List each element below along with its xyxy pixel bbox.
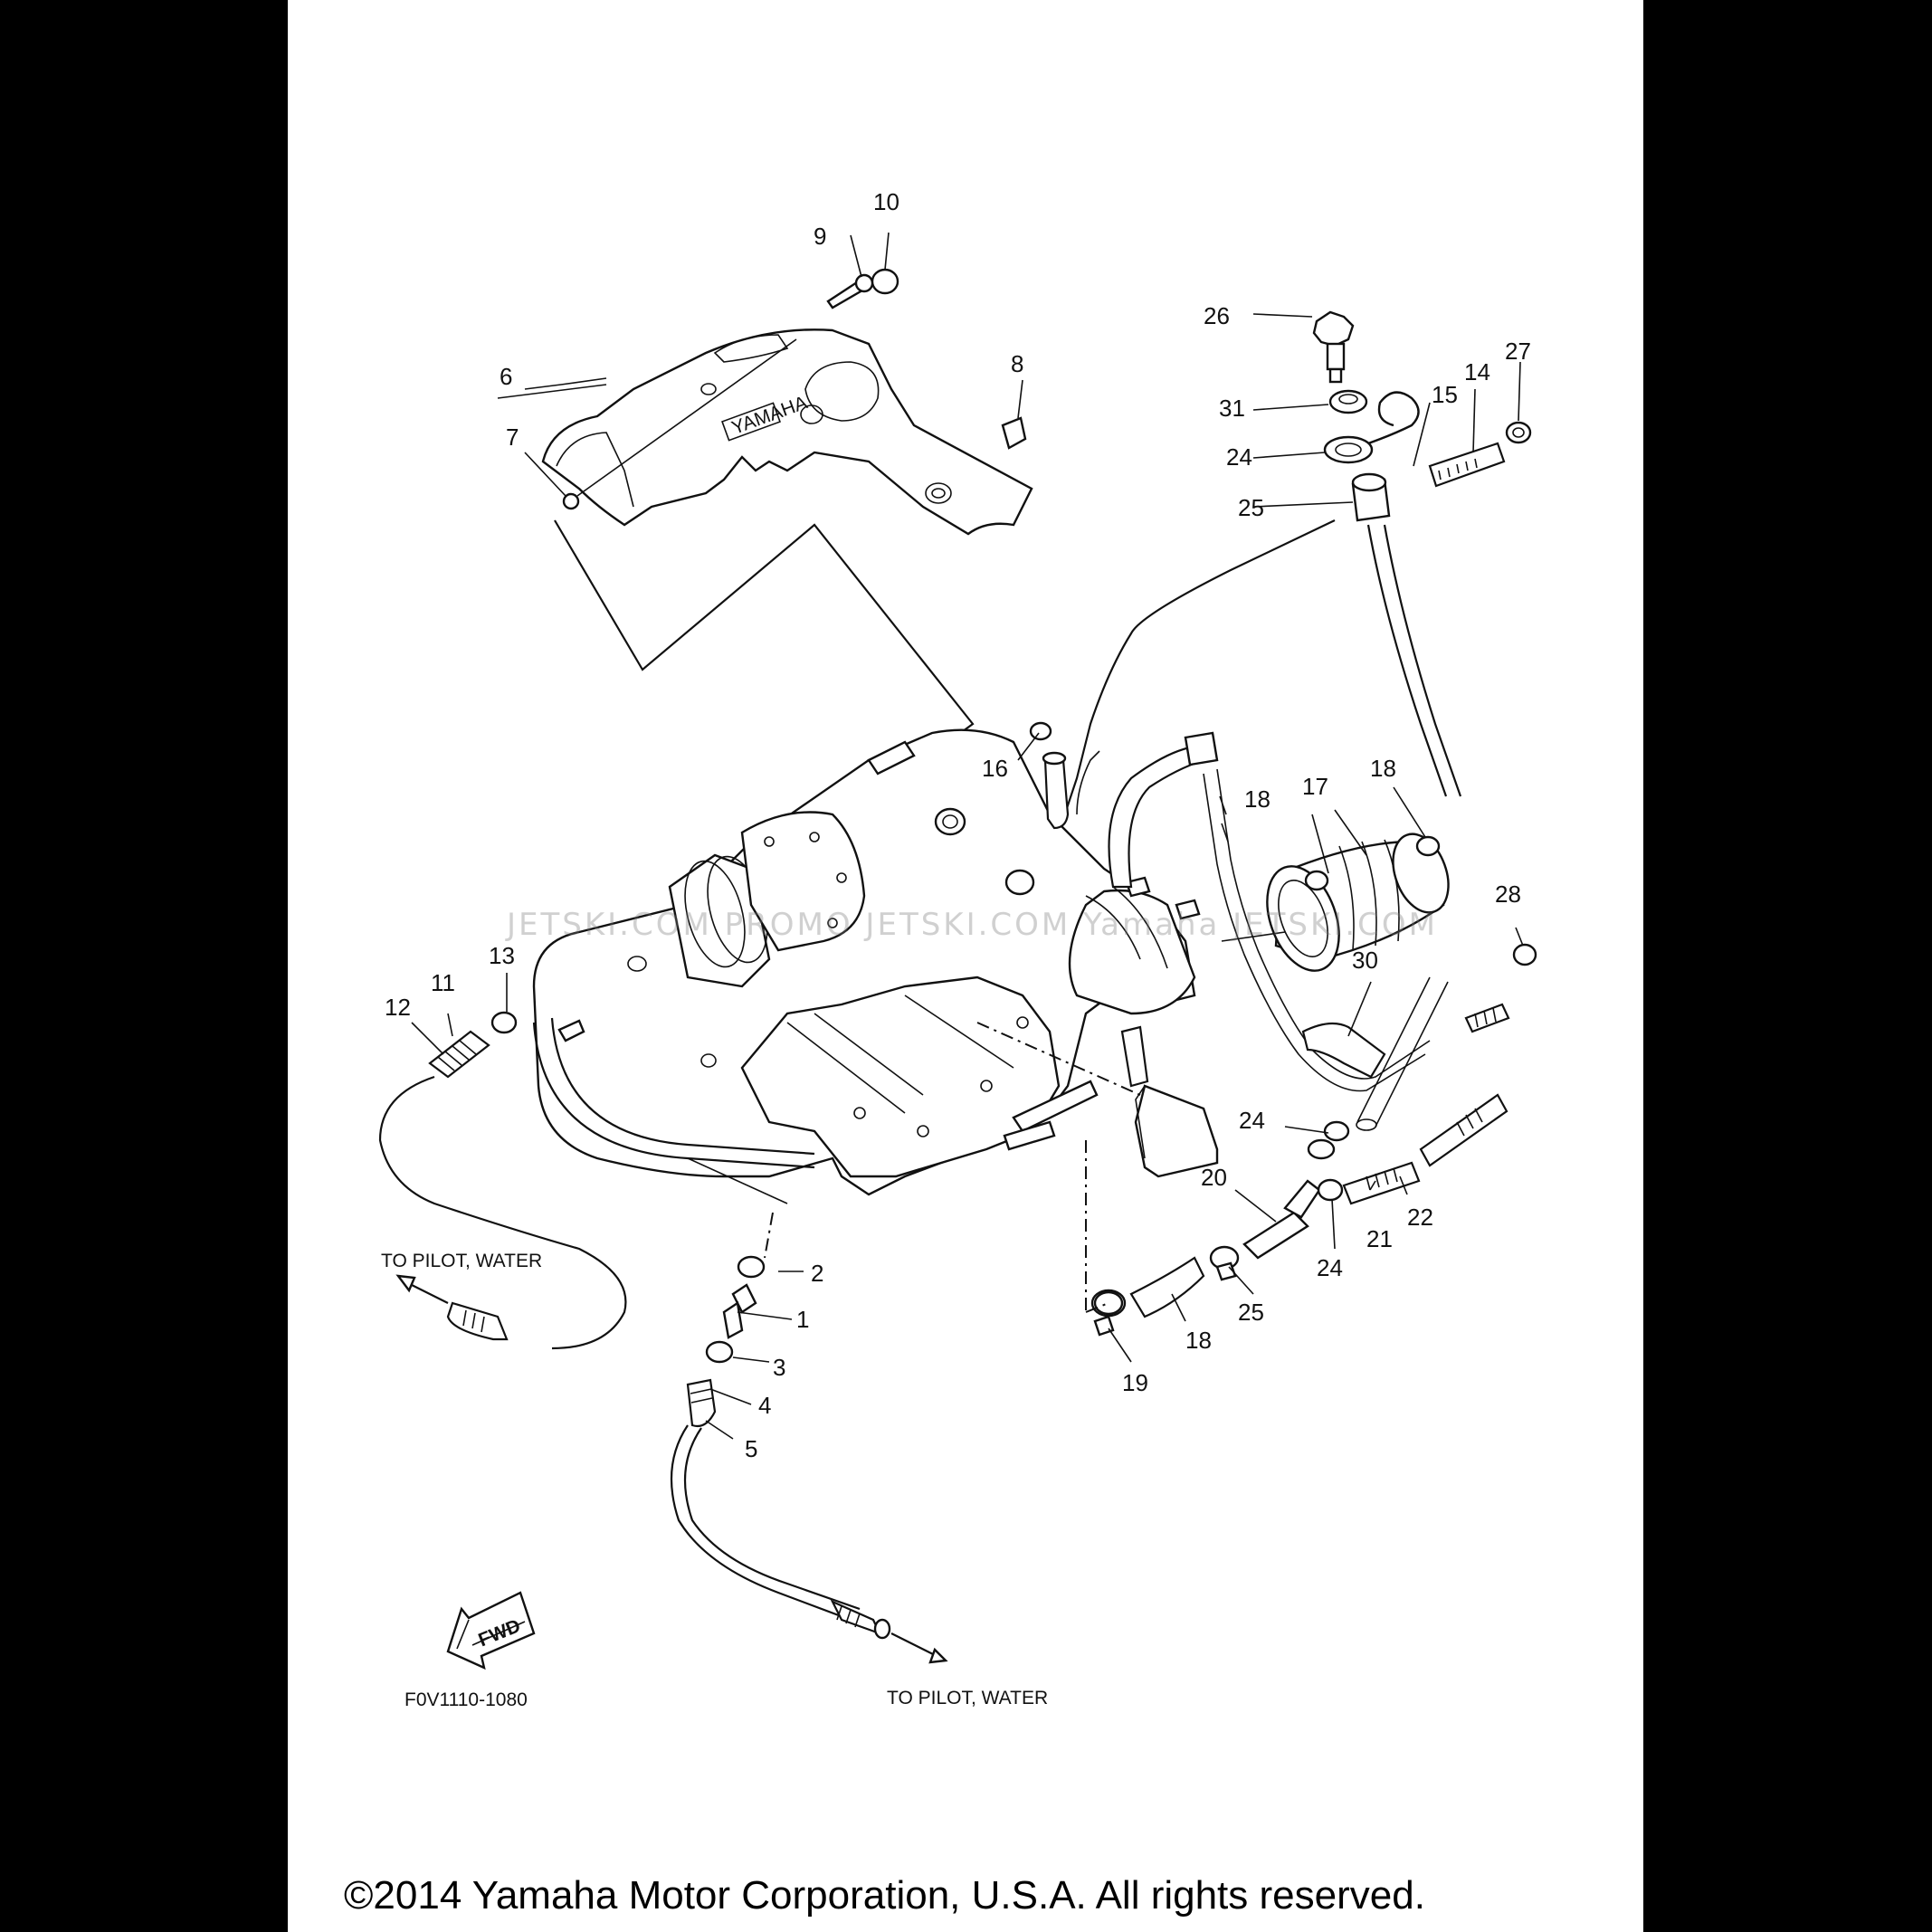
- callout-9: 9: [814, 223, 826, 250]
- fwd-arrow: FWD: [446, 1591, 536, 1670]
- callout-5: 5: [745, 1435, 757, 1462]
- exhaust-cover: YAMAHA: [541, 328, 1033, 536]
- callout-27: 25: [1238, 494, 1264, 521]
- y-joint-21: [1242, 1138, 1336, 1260]
- clamp-20: [1093, 1290, 1124, 1337]
- vent-line-right: [1108, 731, 1431, 1092]
- callout-30: 30: [1352, 947, 1378, 974]
- vent-hose: [1366, 524, 1448, 797]
- arrow-bottom-head: [928, 1647, 948, 1664]
- callout-2: 2: [811, 1260, 823, 1287]
- callout-4: 4: [758, 1392, 771, 1419]
- clamp-18-right: [1415, 835, 1441, 857]
- callout-7: 7: [506, 424, 519, 451]
- callout-12: 12: [385, 994, 411, 1021]
- hose-16: [1029, 721, 1100, 830]
- callout-29-top: 27: [1505, 338, 1531, 365]
- filler-cap-28: [1312, 310, 1355, 384]
- side-hose-right: [1464, 943, 1537, 1033]
- callout-18-left: 18: [1244, 785, 1271, 813]
- figure-code: F0V1110-1080: [404, 1689, 528, 1710]
- callout-29-right: 28: [1495, 880, 1521, 908]
- callout-26: 24: [1226, 443, 1252, 471]
- callout-13: 13: [489, 942, 515, 969]
- dash-link-1: [764, 1212, 774, 1259]
- dash-link-4: [976, 1022, 1141, 1096]
- callout-24-top: 24: [1239, 1107, 1265, 1134]
- vent-hose-edge: [1383, 524, 1462, 797]
- drain-hose-30: [1301, 976, 1449, 1131]
- link-line-6: [1221, 931, 1286, 942]
- callout-22: 21: [1366, 1225, 1393, 1252]
- callout-24-bottom: 24: [1317, 1254, 1343, 1281]
- neck-27: [1351, 472, 1391, 522]
- clamp-25: [1209, 1245, 1240, 1281]
- hose-22-23: [1342, 1093, 1508, 1205]
- callout-6: 6: [500, 363, 512, 390]
- callout-19: 18: [1185, 1327, 1212, 1354]
- link-line-5: [687, 1157, 788, 1204]
- bolt-9: [826, 273, 874, 309]
- note-to-pilot-water-bottom: TO PILOT, WATER: [887, 1688, 1048, 1708]
- callout-25: 25: [1238, 1299, 1264, 1326]
- arrow-bottom-shaft: [890, 1632, 937, 1657]
- left-water-line: [378, 1011, 627, 1350]
- hose-14-15: [1428, 442, 1506, 488]
- arrow-left-head: [395, 1274, 416, 1293]
- callout-28: 26: [1204, 302, 1230, 329]
- gasket-26: [1323, 391, 1420, 464]
- callout-1: 1: [796, 1306, 809, 1333]
- cover-link-outline: [554, 519, 975, 761]
- callout-31: 31: [1219, 395, 1245, 422]
- nut-31: [1328, 389, 1368, 414]
- watermark: JETSKI.COM PROMO JETSKI.COM Yamaha JETSK…: [507, 907, 1438, 943]
- callout-18-right: 18: [1370, 755, 1396, 782]
- bottom-water-line: [670, 1255, 891, 1640]
- outlet-pipe: [1068, 876, 1201, 1015]
- strainer-box: [1120, 1025, 1219, 1178]
- callout-8: 8: [1011, 350, 1023, 377]
- callout-16: 16: [982, 755, 1008, 782]
- filler-hose-line: [1061, 519, 1336, 820]
- callout-15: 15: [1432, 381, 1458, 408]
- clip-8: [1001, 416, 1027, 450]
- callout-10: 10: [873, 188, 899, 215]
- callout-23: 22: [1407, 1204, 1433, 1231]
- copyright-notice: ©2014 Yamaha Motor Corporation, U.S.A. A…: [344, 1873, 1425, 1918]
- clamp-18-left: [1304, 870, 1329, 891]
- callout-11: 11: [431, 969, 455, 996]
- cap-10: [871, 268, 899, 295]
- leader-lines: [411, 232, 1524, 1440]
- callout-14: 14: [1464, 358, 1490, 385]
- callout-21: 20: [1201, 1164, 1227, 1191]
- dash-link-3: [1085, 1302, 1109, 1313]
- clamp-24: [1317, 1120, 1350, 1202]
- clamp-29-top: [1505, 421, 1532, 444]
- callouts: 10 9 8 6 7 26 31 24 25 14 15 27 16 18 17…: [385, 188, 1531, 1462]
- callout-20: 19: [1122, 1369, 1148, 1396]
- callout-17: 17: [1302, 773, 1328, 800]
- callout-3: 3: [773, 1354, 785, 1381]
- exhaust-body: [532, 728, 1196, 1196]
- note-to-pilot-water-left: TO PILOT, WATER: [381, 1251, 542, 1271]
